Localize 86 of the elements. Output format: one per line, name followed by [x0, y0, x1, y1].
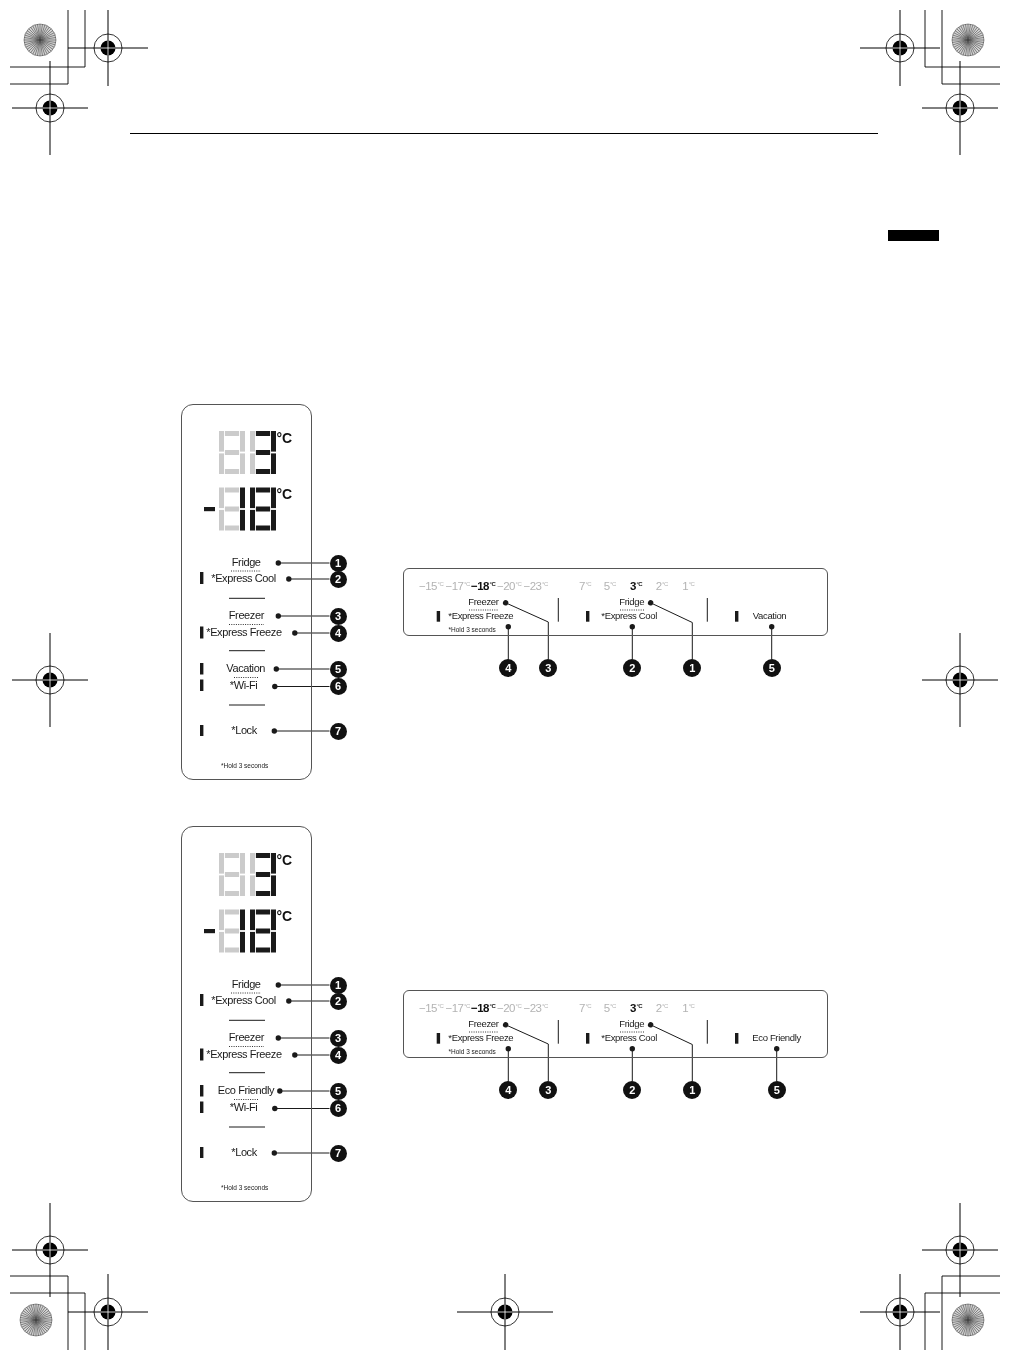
button-label: *Express Freeze — [206, 1047, 295, 1061]
temperature-label: −18$^{°C}$ — [471, 578, 496, 593]
button-label: *Express Cool — [601, 610, 659, 627]
leader-line — [275, 982, 330, 988]
callout-number: 2 — [623, 1081, 642, 1100]
button-label: Fridge — [231, 556, 279, 570]
callout-number: 1 — [329, 554, 347, 572]
button-label: *Express Freeze — [448, 1032, 514, 1049]
callout-number: 3 — [539, 659, 558, 678]
button-label: Vacation — [752, 610, 789, 627]
callout-number: 7 — [329, 722, 347, 740]
leader-line — [286, 998, 330, 1004]
button-label: Vacation — [226, 662, 277, 676]
button-label: *Express Freeze — [206, 625, 295, 639]
button-label: Freezer — [228, 1031, 279, 1045]
leader-line — [286, 576, 330, 582]
callout-number: 6 — [329, 1100, 347, 1117]
leader-line — [769, 624, 775, 660]
unit-label: °C — [276, 852, 293, 868]
display-panel — [181, 826, 312, 1202]
button-label: *Express Cool — [601, 1032, 659, 1049]
callout-number: 2 — [623, 659, 642, 678]
leader-line — [277, 1088, 330, 1094]
leader-line — [629, 624, 635, 660]
leader-line — [272, 1105, 330, 1112]
button-label: *Lock — [231, 1146, 275, 1160]
leader-line — [275, 1035, 330, 1041]
temperature-label: 7$^{°C}$ — [579, 578, 592, 593]
callout-number: 3 — [329, 607, 347, 625]
leader-line — [272, 683, 330, 690]
leader-line — [275, 613, 330, 619]
callout-number: 5 — [767, 1081, 786, 1100]
button-label: Fridge — [619, 1018, 651, 1032]
callout-number: 4 — [329, 1046, 347, 1064]
leader-line — [502, 600, 549, 660]
unit-label: °C — [276, 430, 293, 446]
display-panel — [181, 404, 312, 780]
callout-number: 2 — [329, 992, 347, 1010]
callout-number: 4 — [499, 1081, 518, 1100]
callout-number: 3 — [329, 1029, 347, 1047]
button-label: *Express Cool — [211, 993, 289, 1007]
callout-number: 4 — [329, 624, 347, 642]
leader-line — [647, 1022, 693, 1082]
button-label: Fridge — [619, 596, 651, 610]
leader-line — [502, 1022, 549, 1082]
button-label: Eco Friendly — [752, 1032, 803, 1049]
leader-line — [505, 1046, 511, 1082]
temperature-label: 3$^{°C}$ — [630, 578, 643, 593]
button-label: Freezer — [468, 1018, 506, 1032]
callout-number: 2 — [329, 570, 347, 588]
callout-number: 6 — [329, 678, 347, 695]
button-label: *Wi-Fi — [229, 1101, 275, 1115]
button-label: Freezer — [228, 609, 279, 623]
callout-number: 1 — [683, 659, 702, 678]
temperature-label: 7$^{°C}$ — [579, 1000, 592, 1015]
temperature-label: −18$^{°C}$ — [471, 1000, 496, 1015]
leader-line — [273, 666, 330, 672]
callout-number: 4 — [499, 659, 518, 678]
callout-number: 7 — [329, 1144, 347, 1162]
temperature-label: 3$^{°C}$ — [630, 1000, 643, 1015]
callout-number: 5 — [329, 660, 347, 678]
leader-line — [774, 1046, 780, 1082]
unit-label: °C — [276, 486, 293, 502]
callout-number: 5 — [762, 659, 781, 678]
leader-line — [292, 630, 330, 636]
button-label: Eco Friendly — [217, 1084, 280, 1098]
leader-line — [647, 600, 693, 660]
button-label: Fridge — [231, 978, 279, 992]
leader-line — [505, 624, 511, 660]
leader-line — [292, 1052, 330, 1058]
callout-number: 3 — [539, 1081, 558, 1100]
leader-line — [275, 560, 330, 566]
button-label: *Lock — [231, 724, 275, 738]
callout-number: 1 — [329, 976, 347, 994]
callout-number: 1 — [683, 1081, 702, 1100]
callout-number: 5 — [329, 1082, 347, 1100]
leader-line — [271, 728, 330, 734]
leader-line — [271, 1150, 330, 1156]
button-label: *Express Cool — [211, 571, 289, 585]
button-label: Freezer — [468, 596, 506, 610]
button-label: *Wi-Fi — [229, 679, 275, 693]
leader-line — [629, 1046, 635, 1082]
unit-label: °C — [276, 908, 293, 924]
display-panel — [402, 567, 828, 636]
display-panel — [402, 989, 828, 1058]
button-label: *Express Freeze — [448, 610, 514, 627]
